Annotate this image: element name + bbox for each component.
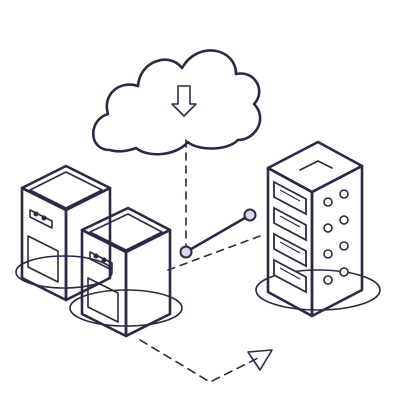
tower-server-icon xyxy=(15,164,113,302)
cloud-download-icon xyxy=(92,49,262,156)
solid-line-node-to-node xyxy=(179,208,257,259)
server-rack-icon xyxy=(255,140,381,318)
dashed-link-horizontal xyxy=(167,235,261,271)
tower-server-icon xyxy=(69,206,183,338)
dashed-arrow-to-rack xyxy=(139,339,273,383)
